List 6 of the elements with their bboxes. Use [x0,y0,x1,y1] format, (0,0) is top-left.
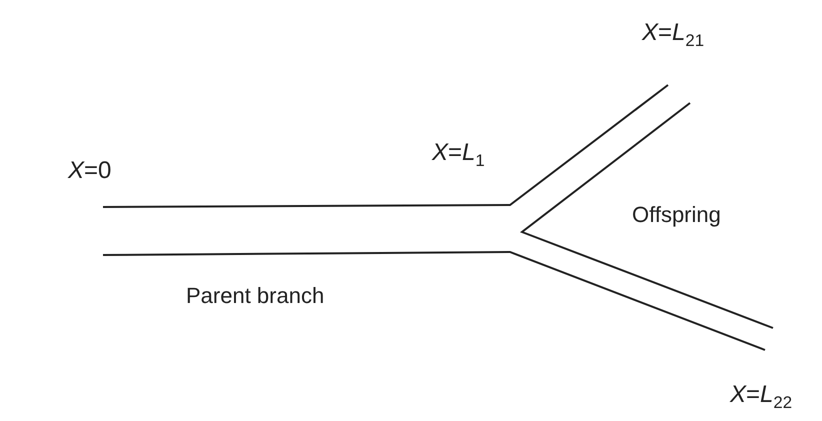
position-label: X=L$_{22}$ [730,382,792,412]
branch-label: Offspring [632,203,721,228]
position-label: X=L$_{21}$ [642,20,704,50]
position-label: X=L$_{1}$ [432,140,485,170]
branch-label: Parent branch [186,284,324,308]
position-label: X=0 [68,158,112,184]
